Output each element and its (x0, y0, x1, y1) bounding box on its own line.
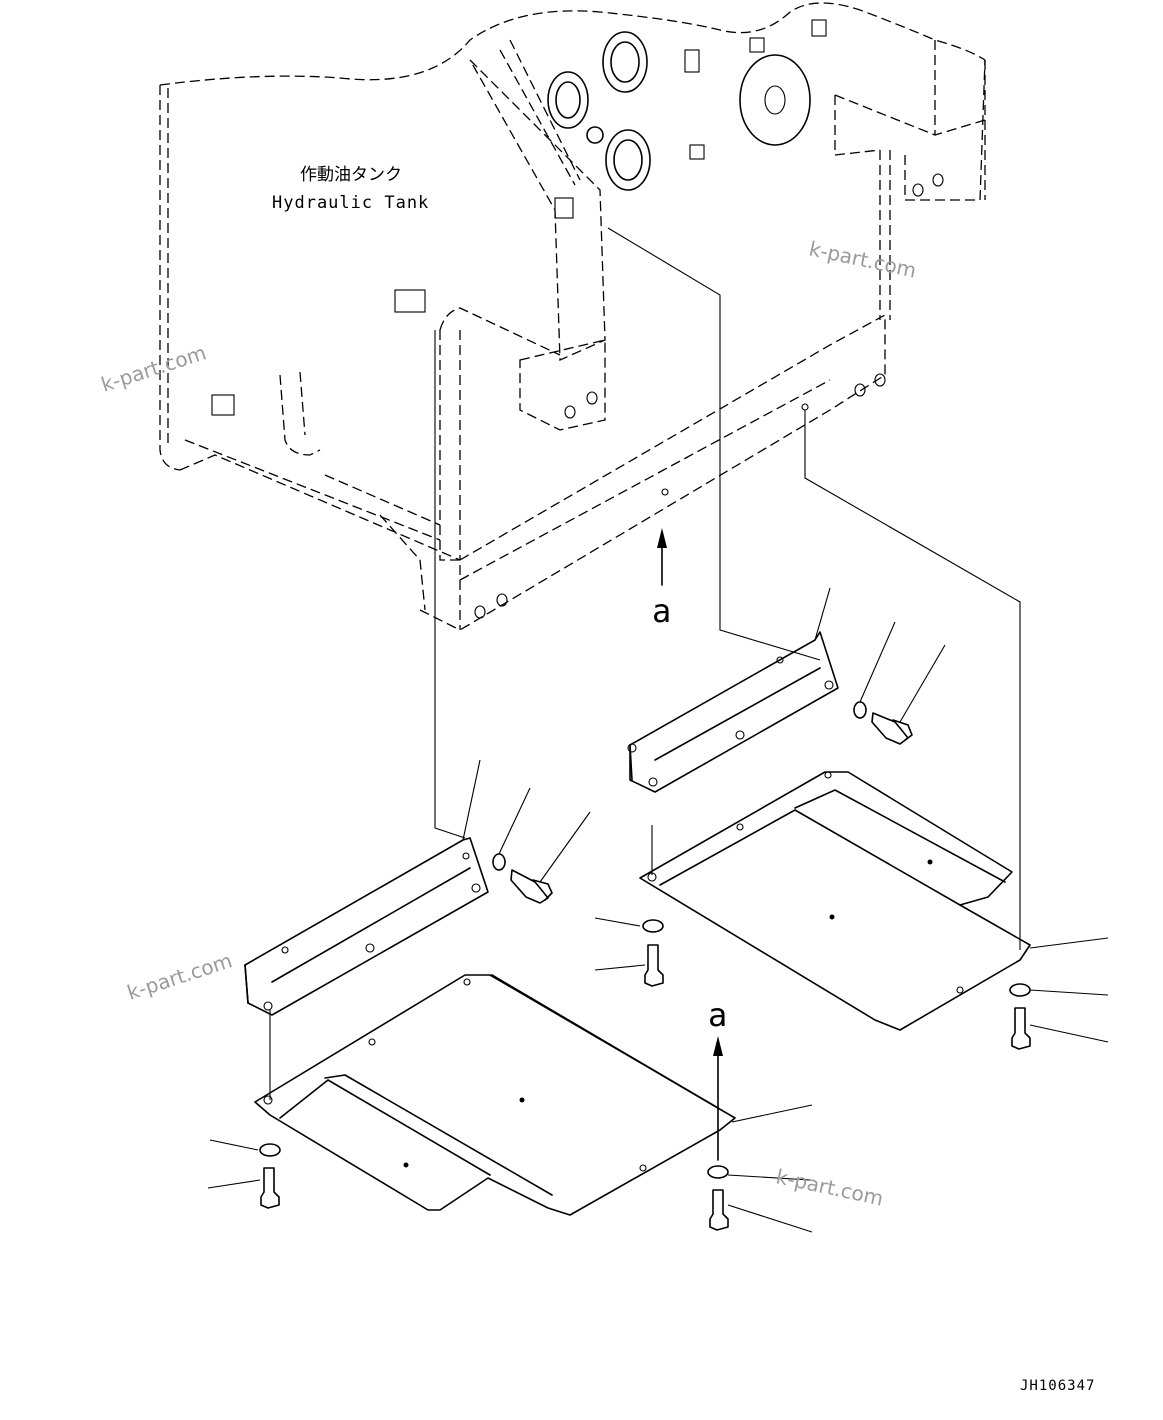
view-arrow-lower (713, 1036, 723, 1161)
cover-plate-left (254, 974, 736, 1216)
tank-label-japanese: 作動油タンク (300, 165, 402, 185)
bolt-right-lower (644, 944, 664, 987)
watermark-2: k-part.com (98, 340, 209, 396)
bolt-far-right (1011, 1007, 1031, 1050)
washer-left-bracket (492, 853, 506, 871)
tank-label-english: Hydraulic Tank (272, 193, 429, 213)
watermark-3: k-part.com (124, 948, 235, 1004)
view-arrow-upper (657, 528, 667, 586)
hydraulic-tank (159, 2, 986, 631)
flange-lower (605, 129, 651, 191)
bolt-left-lower (260, 1167, 280, 1209)
flange-upper (602, 31, 648, 93)
flange-diagonal (547, 71, 589, 129)
bolt-left-bracket (510, 869, 553, 904)
cover-plate-round (739, 54, 811, 146)
cover-plate-right (639, 771, 1031, 1031)
view-marker-a-upper: a (652, 592, 671, 630)
washer-right-lower (642, 919, 664, 933)
washer-right-bracket (853, 701, 867, 719)
bracket-left (244, 837, 489, 1016)
leader-lines (207, 587, 1109, 1233)
washer-center-lower (707, 1165, 729, 1179)
view-marker-a-lower: a (708, 996, 727, 1034)
washer-far-right (1009, 983, 1031, 997)
bolt-right-bracket (871, 712, 913, 745)
washer-left-lower (259, 1143, 281, 1157)
drawing-number: JH106347 (1020, 1378, 1095, 1394)
watermark-1: k-part.com (807, 236, 919, 282)
watermark-4: k-part.com (774, 1164, 886, 1210)
assembly-lines (269, 227, 1021, 1100)
bolt-center-lower (709, 1189, 729, 1231)
